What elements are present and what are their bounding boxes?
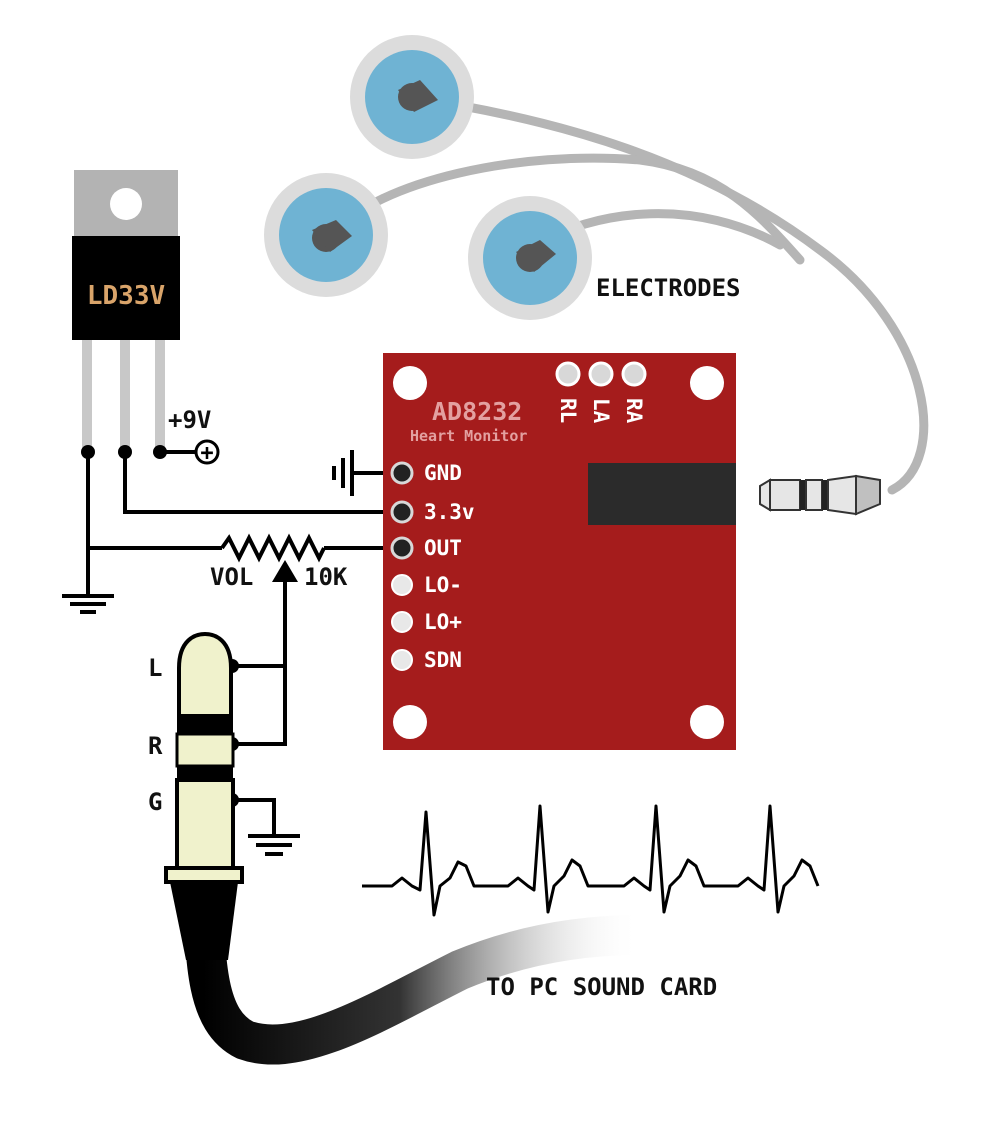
board-subtitle: Heart Monitor (410, 427, 527, 445)
electrode-plug (759, 474, 881, 516)
pot-resistance-label: 10K (304, 563, 348, 591)
pin-label-rl: RL (556, 398, 580, 423)
sound-card-label: TO PC SOUND CARD (486, 973, 717, 1001)
supply-terminal (153, 439, 220, 465)
electrode-right (468, 196, 592, 320)
supply-label: +9V (168, 406, 211, 434)
pin-label-lo-minus: LO- (424, 573, 462, 597)
pin-label-lo-plus: LO+ (424, 610, 462, 634)
ground-icon (248, 834, 300, 856)
supply-plus-icon: + (200, 441, 213, 466)
wiper-arrow-icon (272, 560, 298, 582)
plug-contact-l: L (148, 654, 162, 682)
audio-plug (164, 631, 244, 960)
voltage-regulator (72, 170, 180, 450)
audio-cable (183, 879, 641, 1065)
pin-label-sdn: SDN (424, 648, 462, 672)
pin-label-ra: RA (622, 398, 646, 424)
potentiometer (220, 533, 326, 590)
regulator-label: LD33V (87, 281, 165, 311)
pot-vol-label: VOL (210, 563, 253, 591)
ad8232-board (383, 353, 736, 750)
ground-icon (62, 594, 114, 614)
pin-label-out: OUT (424, 536, 462, 560)
ecg-waveform-icon (362, 804, 820, 917)
wiring (86, 452, 402, 836)
pin-label-gnd: GND (424, 461, 462, 485)
plug-contact-g: G (148, 788, 162, 816)
plug-contact-r: R (148, 732, 163, 760)
pin-label-3v3: 3.3v (424, 500, 475, 524)
electrodes-label: ELECTRODES (596, 274, 741, 302)
board-title: AD8232 (432, 397, 522, 426)
ground-icon (332, 450, 354, 496)
electrode-left (264, 173, 388, 297)
pin-label-la: LA (589, 398, 613, 424)
electrode-top (350, 35, 474, 159)
